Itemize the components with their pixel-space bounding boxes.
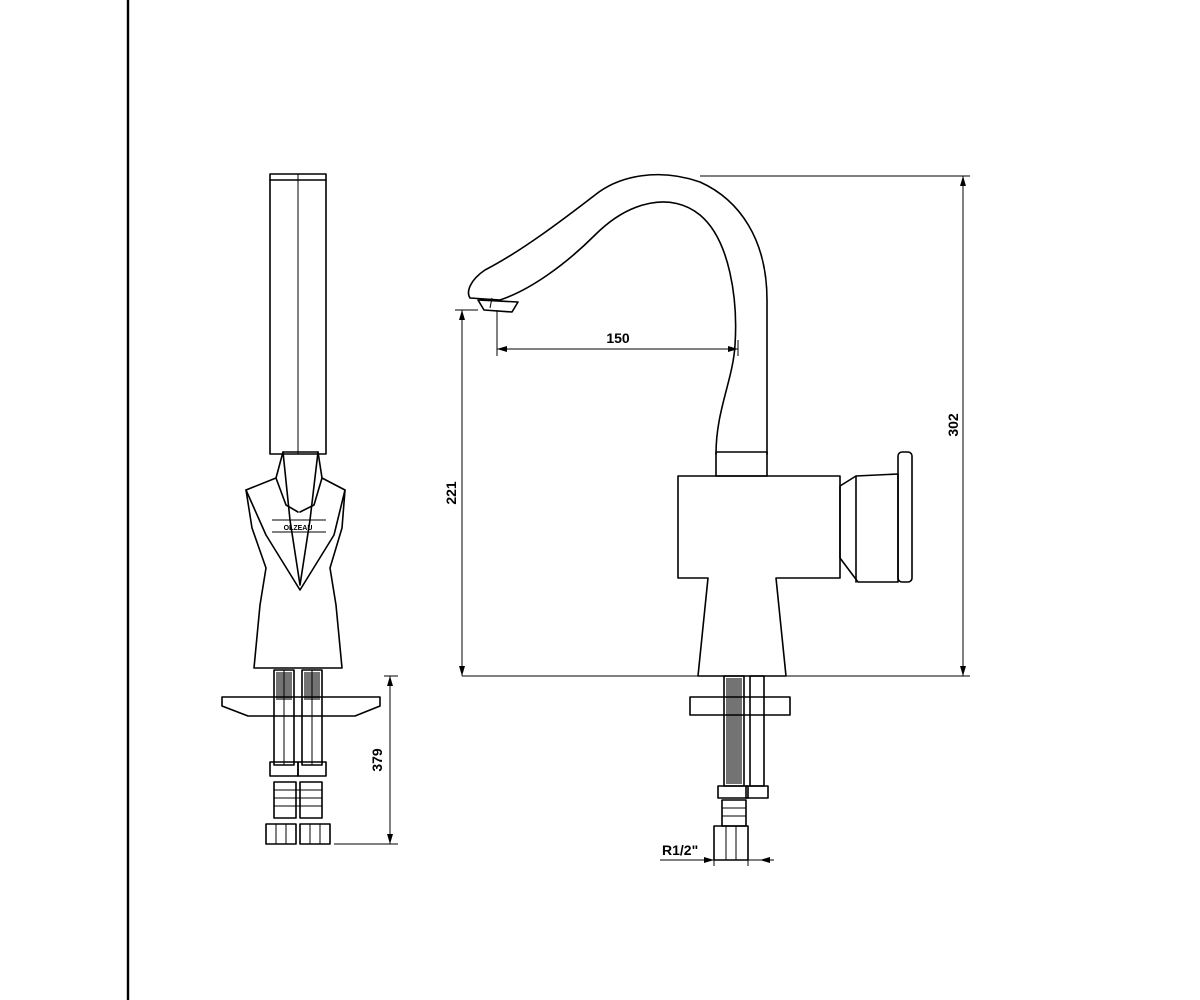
dim-label-302: 302 xyxy=(945,413,961,437)
front-aerator xyxy=(477,299,519,313)
dim-label-221: 221 xyxy=(443,481,459,505)
dim-label-150: 150 xyxy=(606,330,630,346)
side-hoses xyxy=(265,669,331,845)
faucet-front-view: 150 221 302 R1/2" xyxy=(443,173,970,866)
dimension-total-height: 302 xyxy=(462,175,970,677)
front-hoses xyxy=(713,675,769,861)
front-body xyxy=(677,475,841,677)
front-handle xyxy=(839,473,899,583)
faucet-side-view: OLZEAU xyxy=(221,173,398,845)
dim-label-thread: R1/2" xyxy=(662,842,698,858)
front-collar xyxy=(715,451,768,477)
side-base-flange xyxy=(221,696,381,717)
logo-text: OLZEAU xyxy=(284,525,313,532)
side-body xyxy=(245,451,346,669)
dimension-thread: R1/2" xyxy=(660,842,774,866)
dim-label-379: 379 xyxy=(369,748,385,772)
dimension-spout-height: 221 xyxy=(443,309,478,676)
front-spout xyxy=(499,201,737,455)
dimension-spout-reach: 150 xyxy=(496,310,739,356)
dimension-hose-length: 379 xyxy=(334,675,398,845)
